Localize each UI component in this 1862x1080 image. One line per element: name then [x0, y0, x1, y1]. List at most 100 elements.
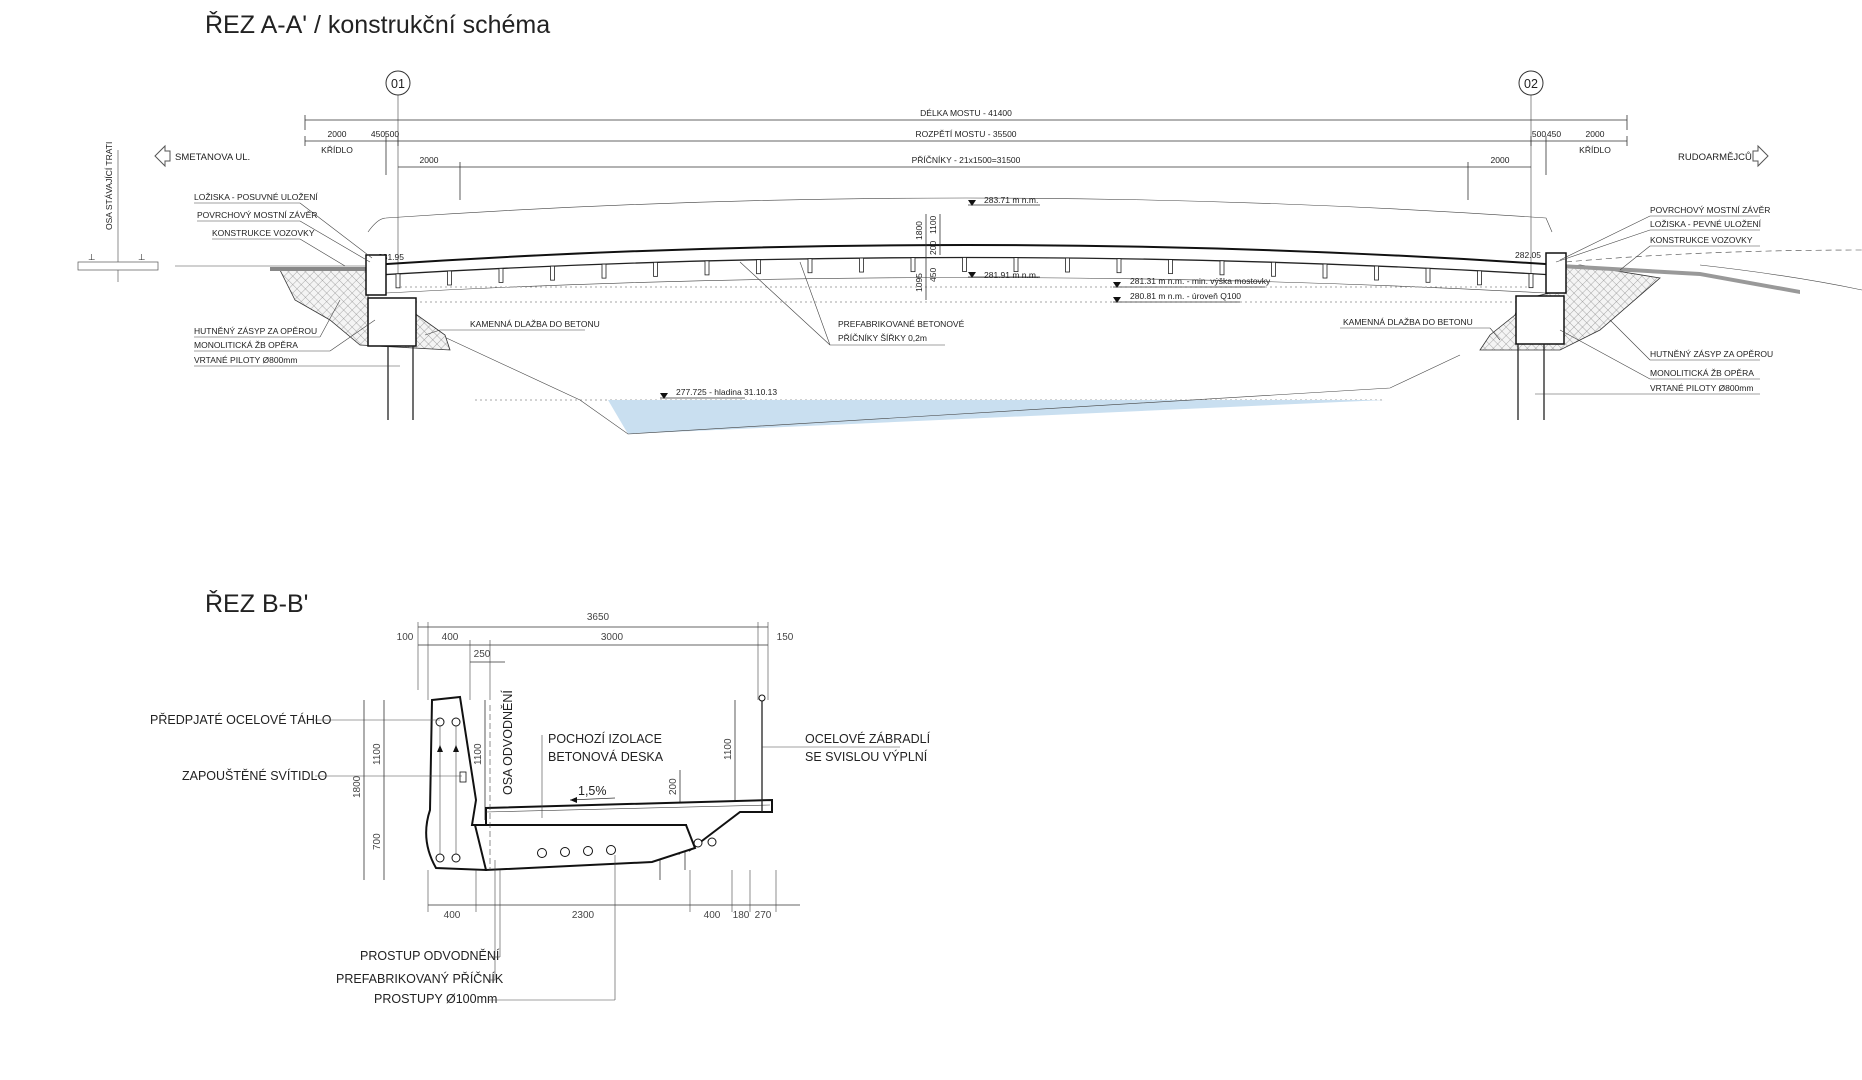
svg-text:200: 200 [668, 778, 679, 795]
svg-text:1800: 1800 [914, 221, 924, 240]
svg-text:100: 100 [397, 632, 414, 643]
svg-text:281.91 m n.m.: 281.91 m n.m. [984, 270, 1038, 280]
svg-text:MONOLITICKÁ ŽB OPĚRA: MONOLITICKÁ ŽB OPĚRA [194, 340, 298, 350]
svg-text:PROSTUP ODVODNĚNÍ: PROSTUP ODVODNĚNÍ [360, 948, 500, 963]
svg-text:ROZPĚTÍ MOSTU - 35500: ROZPĚTÍ MOSTU - 35500 [915, 129, 1016, 139]
svg-text:1095: 1095 [914, 273, 924, 292]
crossbeam [910, 257, 916, 273]
crossbeam [447, 270, 452, 286]
svg-text:400: 400 [444, 910, 461, 921]
bridge-deck [371, 244, 1561, 294]
svg-text:LOŽISKA - PEVNÉ ULOŽENÍ: LOŽISKA - PEVNÉ ULOŽENÍ [1650, 219, 1762, 229]
svg-text:OSA STÁVAJÍCÍ TRATI: OSA STÁVAJÍCÍ TRATI [104, 142, 114, 230]
dimension-crossbeams: PŘÍČNÍKY - 21x1500=31500 2000 2000 [398, 155, 1531, 200]
svg-text:POCHOZÍ IZOLACE: POCHOZÍ IZOLACE [548, 731, 662, 746]
svg-text:1100: 1100 [928, 215, 938, 234]
svg-text:282.05: 282.05 [1515, 250, 1541, 260]
svg-text:250: 250 [474, 649, 491, 660]
stone-paving-right-label: KAMENNÁ DLAŽBA DO BETONU [1340, 317, 1501, 341]
svg-text:PŘEDPJATÉ OCELOVÉ TÁHLO: PŘEDPJATÉ OCELOVÉ TÁHLO [150, 712, 332, 727]
crossbeam [1168, 259, 1173, 275]
crossbeam [807, 258, 813, 274]
svg-text:400: 400 [704, 910, 721, 921]
svg-text:700: 700 [372, 833, 383, 850]
svg-text:OCELOVÉ ZÁBRADLÍ: OCELOVÉ ZÁBRADLÍ [805, 731, 931, 746]
crossbeam [1271, 261, 1276, 277]
svg-text:2000: 2000 [1586, 129, 1605, 139]
crossbeam [1374, 265, 1379, 281]
svg-text:HUTNĚNÝ ZÁSYP ZA OPĚROU: HUTNĚNÝ ZÁSYP ZA OPĚROU [1650, 349, 1773, 359]
svg-text:281.95: 281.95 [378, 252, 404, 262]
svg-text:270: 270 [755, 910, 772, 921]
section-a-title: ŘEZ A-A' / konstrukční schéma [205, 10, 550, 39]
crossbeam [550, 265, 555, 281]
section-b-mid-labels: POCHOZÍ IZOLACE BETONOVÁ DESKA [541, 731, 664, 818]
direction-right-arrow: RUDOARMĚJCŮ [1678, 144, 1769, 168]
elevation-top: 283.71 m n.m. [968, 195, 1040, 206]
slope-indicator: 1,5% [569, 784, 616, 803]
svg-text:⊥: ⊥ [138, 252, 146, 262]
track-axis: OSA STÁVAJÍCÍ TRATI ⊥ ⊥ [77, 142, 159, 282]
drain-axis-label: OSA ODVODNĚNÍ [500, 690, 515, 795]
svg-text:PROSTUPY Ø100mm: PROSTUPY Ø100mm [374, 992, 497, 1006]
crossbeam [601, 263, 607, 279]
right-annotations: POVRCHOVÝ MOSTNÍ ZÁVĚR LOŽISKA - PEVNÉ U… [1535, 205, 1773, 395]
svg-text:1100: 1100 [473, 743, 484, 765]
svg-text:02: 02 [1524, 77, 1538, 91]
svg-text:277.725 - hladina 31.10.13: 277.725 - hladina 31.10.13 [676, 387, 777, 397]
svg-text:2300: 2300 [572, 910, 595, 921]
svg-text:BETONOVÁ DESKA: BETONOVÁ DESKA [548, 749, 664, 764]
svg-text:SMETANOVA UL.: SMETANOVA UL. [175, 152, 250, 163]
svg-text:150: 150 [777, 632, 794, 643]
crossbeam [859, 257, 864, 273]
axis-marker-02: 02 [1518, 70, 1544, 275]
svg-text:500: 500 [1532, 129, 1546, 139]
svg-text:HUTNĚNÝ ZÁSYP ZA OPĚROU: HUTNĚNÝ ZÁSYP ZA OPĚROU [194, 326, 317, 336]
svg-text:180: 180 [733, 910, 750, 921]
svg-text:1100: 1100 [723, 738, 734, 760]
elevation-soffit: 281.91 m n.m. [968, 270, 1040, 280]
svg-text:400: 400 [442, 632, 459, 643]
crossbeam [653, 261, 658, 277]
svg-text:2000: 2000 [420, 155, 439, 165]
svg-text:LOŽISKA - POSUVNÉ ULOŽENÍ: LOŽISKA - POSUVNÉ ULOŽENÍ [194, 192, 318, 202]
svg-text:500: 500 [385, 129, 399, 139]
svg-text:KONSTRUKCE VOZOVKY: KONSTRUKCE VOZOVKY [1650, 235, 1753, 245]
svg-text:ZAPOUŠTĚNÉ SVÍTIDLO: ZAPOUŠTĚNÉ SVÍTIDLO [182, 768, 327, 783]
svg-text:280.81 m n.m. - úroveň Q100: 280.81 m n.m. - úroveň Q100 [1130, 291, 1241, 301]
water-body [608, 400, 1385, 434]
elevation-q100: 280.81 m n.m. - úroveň Q100 [1113, 291, 1241, 303]
svg-text:DÉLKA MOSTU - 41400: DÉLKA MOSTU - 41400 [920, 108, 1012, 118]
svg-text:450: 450 [371, 129, 385, 139]
elevation-min-height: 281.31 m n.m. - min. výška mostovky [1113, 276, 1271, 288]
svg-text:1100: 1100 [372, 743, 383, 765]
svg-text:3000: 3000 [601, 632, 624, 643]
crossbeam [1322, 263, 1328, 279]
riverbed [439, 334, 1461, 435]
railing-outline [367, 197, 1553, 233]
crossbeam [1425, 267, 1431, 283]
dimension-bridge-span: ROZPĚTÍ MOSTU - 35500 2000 KŘÍDLO 450 50… [304, 129, 1628, 175]
crossbeam [1116, 258, 1122, 274]
svg-text:MONOLITICKÁ ŽB OPĚRA: MONOLITICKÁ ŽB OPĚRA [1650, 368, 1754, 378]
crossbeam [962, 257, 967, 272]
svg-text:450: 450 [928, 268, 938, 282]
section-b-bottom-labels: PROSTUP ODVODNĚNÍ PREFABRIKOVANÝ PŘÍČNÍK… [336, 855, 616, 1006]
crossbeam [1528, 273, 1534, 289]
section-b-top-dimensions: 3650 100 400 3000 150 250 [397, 612, 794, 700]
dimension-bridge-length: DÉLKA MOSTU - 41400 [304, 108, 1628, 130]
direction-left-arrow: SMETANOVA UL. [154, 144, 250, 168]
svg-text:2000: 2000 [328, 129, 347, 139]
right-abutment [1479, 249, 1862, 420]
svg-text:KAMENNÁ DLAŽBA DO BETONU: KAMENNÁ DLAŽBA DO BETONU [1343, 317, 1473, 327]
svg-text:2000: 2000 [1491, 155, 1510, 165]
vertical-dimensions: 1800 1100 200 1095 450 [914, 214, 941, 300]
svg-text:PŘÍČNÍKY ŠÍŘKY 0,2m: PŘÍČNÍKY ŠÍŘKY 0,2m [838, 333, 927, 343]
crossbeam [1477, 270, 1482, 286]
crossbeam-note: PREFABRIKOVANÉ BETONOVÉ PŘÍČNÍKY ŠÍŘKY 0… [739, 261, 965, 346]
svg-text:450: 450 [1547, 129, 1561, 139]
svg-text:200: 200 [928, 241, 938, 255]
svg-text:POVRCHOVÝ MOSTNÍ ZÁVĚR: POVRCHOVÝ MOSTNÍ ZÁVĚR [1650, 205, 1770, 215]
svg-text:PREFABRIKOVANÉ BETONOVÉ: PREFABRIKOVANÉ BETONOVÉ [838, 319, 965, 329]
